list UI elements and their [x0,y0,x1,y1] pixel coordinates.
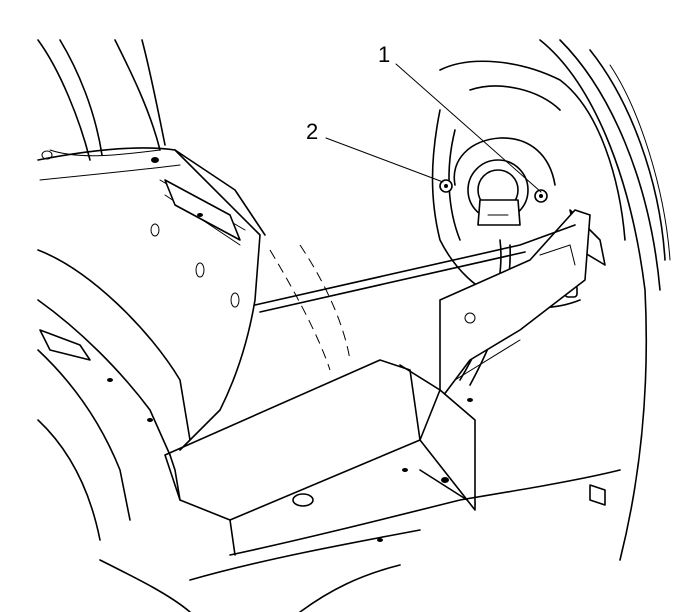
callout-1-label: 1 [378,42,391,67]
quarter-panel [539,39,671,561]
callout-1-leader [395,63,542,193]
spare-tire [37,39,181,181]
trunk-trim-panel [99,244,621,612]
callout-2-label: 2 [306,119,319,144]
callout-2-leader [325,137,444,183]
lamp-bracket [254,209,591,401]
trunk-floor-panel [37,147,266,541]
